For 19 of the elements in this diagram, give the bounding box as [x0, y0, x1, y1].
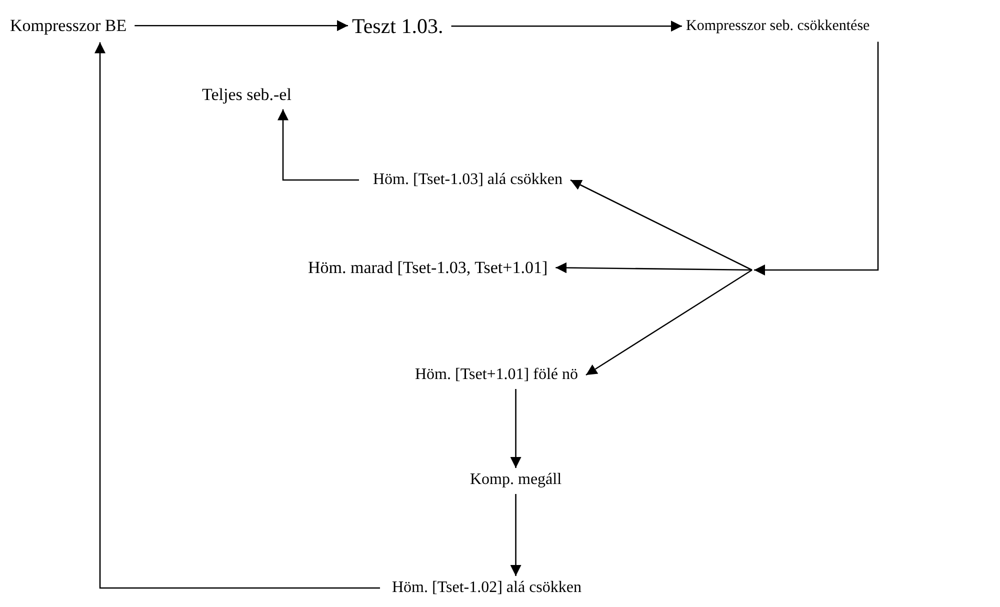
- arrow: [586, 269, 752, 376]
- step-text: Höm. [Tset+1.01] fölé nö: [415, 365, 578, 385]
- arrow: [94, 42, 380, 589]
- step-text: Kompresszor BE: [10, 15, 127, 36]
- arrow: [510, 494, 522, 576]
- arrow: [134, 20, 348, 32]
- step-text: Komp. megáll: [470, 470, 562, 490]
- step-text: Höm. marad [Tset-1.03, Tset+1.01]: [308, 257, 548, 278]
- arrow: [570, 179, 752, 271]
- arrow: [510, 389, 522, 468]
- step-text: Höm. [Tset-1.02] alá csökken: [392, 578, 582, 598]
- step-text: Höm. [Tset-1.03] alá csökken: [373, 170, 562, 190]
- step-text: Teljes seb.-el: [202, 84, 292, 106]
- arrow: [754, 42, 879, 276]
- arrow: [556, 262, 752, 274]
- arrow: [451, 20, 682, 32]
- arrow: [278, 109, 359, 181]
- step-text: Kompresszor seb. csökkentése: [686, 17, 870, 36]
- step-text: Teszt 1.03.: [352, 13, 444, 40]
